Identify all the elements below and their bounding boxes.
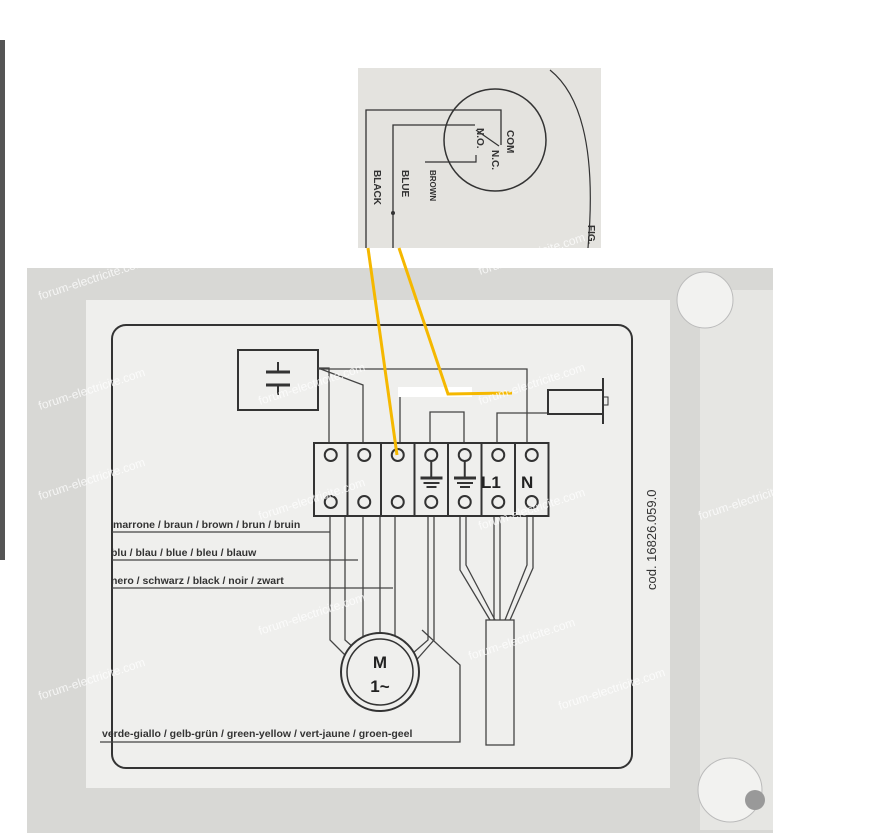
- motor-label-phase: 1~: [370, 677, 389, 696]
- annotation-lines: [366, 247, 513, 456]
- inset-label-no: N.O.: [474, 128, 485, 149]
- enclosure-wall: [700, 290, 773, 830]
- inset-label-com: COM: [504, 130, 515, 153]
- earth-icon: [420, 461, 443, 488]
- inset-label-blue: BLUE: [399, 170, 410, 198]
- screw: [745, 790, 765, 810]
- part-code: cod. 16826.059.0: [644, 490, 659, 590]
- terminal-block: [313, 442, 550, 517]
- float-switch: [547, 378, 609, 424]
- motor-label-m: M: [373, 653, 387, 672]
- wire-label-black: nero / schwarz / black / noir / zwart: [111, 575, 284, 587]
- terminal-l1-label: L1: [481, 473, 501, 492]
- capacitor: [237, 349, 319, 411]
- screw-post-bottom: [697, 757, 763, 823]
- screw-post-top: [676, 271, 734, 329]
- switch-inset: [358, 68, 601, 249]
- left-edge: [0, 40, 5, 560]
- wire-label-green-yellow: verde-giallo / gelb-grün / green-yellow …: [102, 728, 412, 740]
- inset-label-black: BLACK: [371, 170, 382, 206]
- wire-label-blue: blu / blau / blue / bleu / blauw: [111, 547, 257, 559]
- inset-label-brown: BROWN: [428, 170, 437, 201]
- wire-label-brown: marrone / braun / brown / brun / bruin: [113, 519, 300, 531]
- inset-label-nc: N.C.: [489, 150, 500, 170]
- terminal: [413, 442, 449, 517]
- motor: [340, 632, 420, 712]
- sticker-border: [111, 324, 633, 769]
- inset-label-fig: FIG.: [585, 225, 596, 245]
- terminal: [514, 442, 550, 517]
- earth-icon: [454, 461, 476, 488]
- terminal-n-label: N: [521, 473, 533, 492]
- erased-patch: [398, 387, 472, 397]
